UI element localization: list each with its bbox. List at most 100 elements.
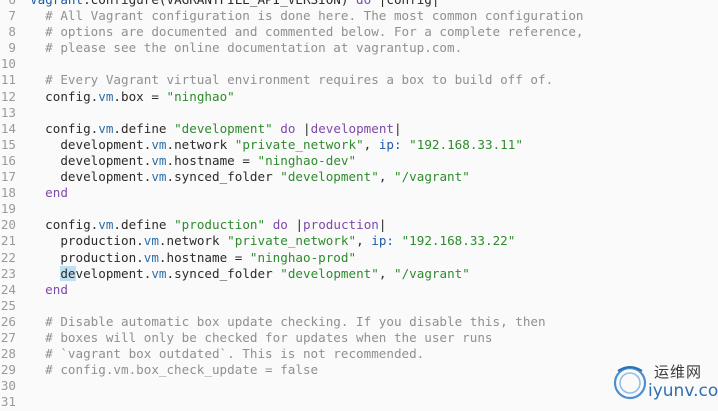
code-token: .network: [158, 233, 228, 249]
line-code[interactable]: # All Vagrant configuration is done here…: [16, 8, 718, 24]
line-code[interactable]: # Every Vagrant virtual environment requ…: [16, 72, 718, 88]
code-line[interactable]: 23 development.vm.synced_folder "develop…: [0, 265, 718, 282]
code-token: vm: [151, 169, 167, 185]
line-code[interactable]: end: [16, 282, 718, 298]
code-line[interactable]: 24 end: [0, 282, 718, 298]
line-number: 19: [0, 201, 16, 217]
code-line[interactable]: 28 # `vagrant box outdated`. This is not…: [0, 346, 718, 362]
line-number: 31: [0, 394, 16, 410]
line-number: 14: [0, 120, 16, 136]
code-line[interactable]: 10: [0, 56, 718, 72]
code-token: vm: [151, 136, 167, 152]
code-token: "ninghao-dev": [257, 152, 357, 168]
code-token: ,: [378, 265, 394, 281]
code-line[interactable]: 9 # please see the online documentation …: [0, 40, 718, 56]
code-token: [265, 217, 273, 232]
code-token: "192.168.33.11": [409, 136, 523, 152]
code-line[interactable]: 14 config.vm.define "development" do |de…: [0, 121, 718, 137]
code-token: do: [272, 217, 288, 233]
code-line[interactable]: 13: [0, 105, 718, 121]
line-code[interactable]: config.vm.define "production" do |produc…: [16, 217, 718, 233]
line-code[interactable]: production.vm.hostname = "ninghao-prod": [16, 250, 718, 266]
code-token: .box =: [113, 88, 167, 104]
line-code[interactable]: development.vm.synced_folder "developmen…: [16, 265, 718, 282]
code-token: |: [287, 217, 304, 233]
code-token: .define: [113, 120, 175, 136]
code-token: .synced_folder: [166, 169, 281, 185]
code-token: # `vagrant box outdated`. This is not re…: [30, 346, 425, 362]
line-code[interactable]: [16, 298, 718, 314]
code-line[interactable]: 7 # All Vagrant configuration is done he…: [0, 8, 718, 24]
code-line[interactable]: 17 development.vm.synced_folder "develop…: [0, 169, 718, 185]
watermark-title: 运维网: [654, 363, 703, 381]
code-token: config.: [30, 120, 99, 136]
line-code[interactable]: [16, 105, 718, 121]
line-number: 15: [0, 136, 16, 152]
code-line[interactable]: 31: [0, 394, 718, 410]
line-number: 18: [0, 185, 16, 201]
code-line[interactable]: 20 config.vm.define "production" do |pro…: [0, 217, 718, 233]
code-line[interactable]: 16 development.vm.hostname = "ninghao-de…: [0, 153, 718, 169]
line-code[interactable]: # please see the online documentation at…: [16, 40, 718, 56]
line-number: 12: [0, 88, 16, 104]
line-number: 30: [0, 378, 16, 394]
code-line[interactable]: 12 config.vm.box = "ninghao": [0, 89, 718, 105]
code-token: .synced_folder: [166, 265, 281, 281]
line-code[interactable]: [16, 56, 718, 72]
code-line[interactable]: 22 production.vm.hostname = "ninghao-pro…: [0, 250, 718, 266]
line-code[interactable]: # config.vm.box_check_update = false: [16, 362, 718, 378]
code-line[interactable]: 15 development.vm.network "private_netwo…: [0, 137, 718, 153]
code-line[interactable]: 30: [0, 378, 718, 394]
code-line[interactable]: 6Vagrant.configure(VAGRANTFILE_API_VERSI…: [0, 0, 718, 8]
line-code[interactable]: end: [16, 185, 718, 201]
code-token: production.: [30, 249, 144, 265]
line-number: 25: [0, 297, 16, 313]
line-number: 6: [0, 0, 16, 8]
line-number: 9: [8, 40, 16, 56]
line-code[interactable]: [16, 201, 718, 217]
code-line[interactable]: 25: [0, 298, 718, 314]
code-token: "private_network": [227, 233, 357, 249]
line-code[interactable]: development.vm.network "private_network"…: [16, 137, 718, 153]
code-token: vm: [98, 120, 114, 136]
code-token: "ninghao": [166, 88, 235, 104]
line-number: 20: [0, 217, 16, 233]
line-number: 21: [0, 233, 16, 249]
code-line[interactable]: 8 # options are documented and commented…: [0, 24, 718, 40]
line-number: 27: [0, 329, 16, 345]
line-number: 22: [0, 249, 16, 265]
line-number: 16: [0, 152, 16, 168]
code-token: ip:: [378, 136, 402, 152]
code-line[interactable]: 27 # boxes will only be checked for upda…: [0, 330, 718, 346]
line-code[interactable]: config.vm.define "development" do |devel…: [16, 121, 718, 137]
iyunv-logo-icon: [613, 366, 647, 400]
line-code[interactable]: production.vm.network "private_network",…: [16, 233, 718, 249]
code-token: vm: [143, 249, 159, 265]
code-token: development: [310, 120, 395, 136]
code-line[interactable]: 29 # config.vm.box_check_update = false: [0, 362, 718, 378]
code-token: vm: [98, 217, 114, 233]
code-token: "production": [174, 217, 266, 233]
line-code[interactable]: config.vm.box = "ninghao": [16, 89, 718, 105]
line-code[interactable]: # `vagrant box outdated`. This is not re…: [16, 346, 718, 362]
line-code[interactable]: Vagrant.configure(VAGRANTFILE_API_VERSIO…: [16, 0, 718, 8]
code-line[interactable]: 18 end: [0, 185, 718, 201]
code-line[interactable]: 26 # Disable automatic box update checki…: [0, 314, 718, 330]
code-token: config.: [30, 217, 99, 233]
code-token: # please see the online documentation at…: [30, 40, 463, 56]
code-line[interactable]: 21 production.vm.network "private_networ…: [0, 233, 718, 249]
line-code[interactable]: development.vm.synced_folder "developmen…: [16, 169, 718, 185]
code-token: ip:: [371, 233, 394, 249]
code-token: # boxes will only be checked for updates…: [30, 329, 493, 345]
line-code[interactable]: # boxes will only be checked for updates…: [16, 330, 718, 346]
code-line[interactable]: 19: [0, 201, 718, 217]
code-line[interactable]: 11 # Every Vagrant virtual environment r…: [0, 72, 718, 88]
line-code[interactable]: development.vm.hostname = "ninghao-dev": [16, 153, 718, 169]
line-number: 23: [0, 265, 16, 281]
selection-highlight: de: [60, 265, 76, 281]
code-token: [30, 185, 45, 200]
code-token: do: [356, 0, 371, 7]
line-code[interactable]: # Disable automatic box update checking.…: [16, 314, 718, 330]
line-code[interactable]: # options are documented and commented b…: [16, 24, 718, 40]
